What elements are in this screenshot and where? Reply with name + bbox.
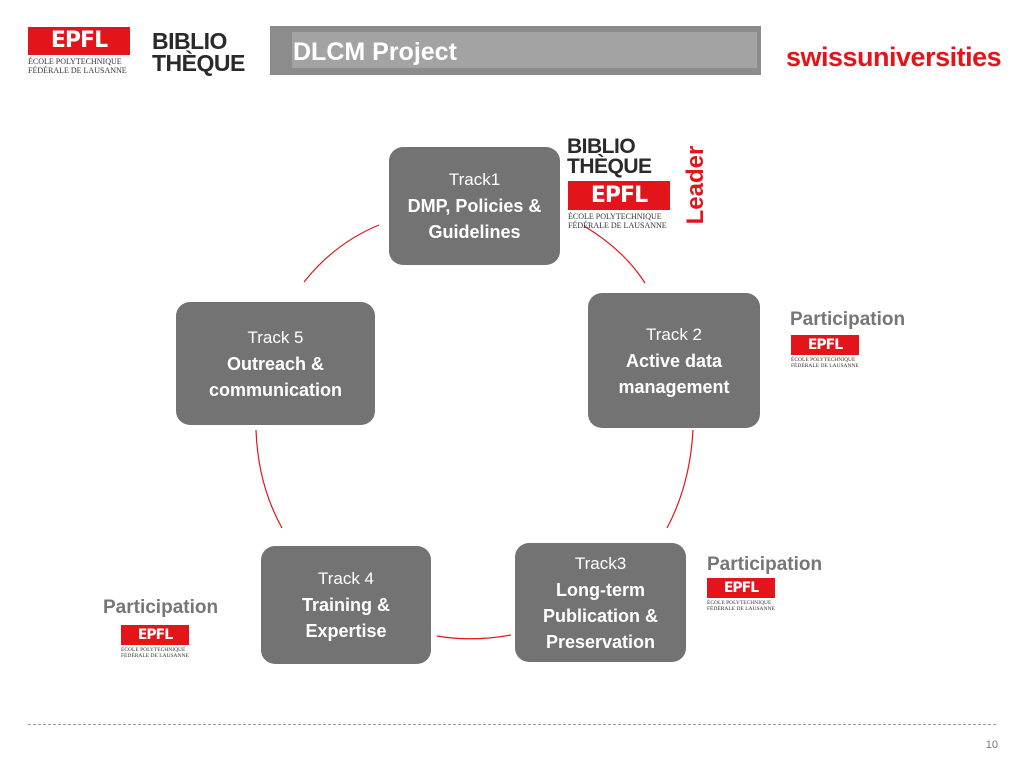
bibliotheque-logo-header: BIBLIO THÈQUE — [152, 28, 245, 76]
epfl-mark: EPFL — [50, 28, 108, 53]
participation-label-track2: Participation — [790, 309, 906, 330]
leader-label: Leader — [678, 145, 714, 225]
track-3-desc-line-2: Publication & — [542, 605, 658, 626]
track2-epfl-subtitle: ÉCOLE POLYTECHNIQUE FÉDÉRALE DE LAUSANNE — [791, 357, 859, 369]
leader-text: Leader — [682, 145, 709, 225]
leader-epfl-subtitle: ÉCOLE POLYTECHNIQUE FÉDÉRALE DE LAUSANNE — [568, 212, 667, 231]
track3-epfl-line-1: ÉCOLE POLYTECHNIQUE — [707, 600, 772, 606]
epfl-logo-track3: EPFL ÉCOLE POLYTECHNIQUE FÉDÉRALE DE LAU… — [707, 578, 777, 614]
swissuniversities-logo: swissuniversities — [786, 42, 1002, 72]
leader-epfl-line-2: FÉDÉRALE DE LAUSANNE — [568, 220, 667, 230]
track-5-number: Track 5 — [247, 327, 304, 347]
track-1-number: Track1 — [448, 170, 501, 189]
leader-biblio-line-2: THÈQUE — [567, 154, 652, 178]
track-4-desc-line-2: Expertise — [305, 621, 387, 641]
epfl-logo-header: EPFL ÉCOLE POLYTECHNIQUE FÉDÉRALE DE LAU… — [28, 27, 132, 77]
track2-epfl-mark: EPFL — [807, 337, 843, 353]
biblio-line-2: THÈQUE — [152, 49, 245, 76]
track2-epfl-red-block: EPFL — [791, 335, 859, 355]
bibliotheque-logo-leader: BIBLIO THÈQUE — [567, 135, 652, 178]
leader-epfl-mark: EPFL — [590, 182, 648, 208]
title-bar — [270, 26, 761, 75]
track4-epfl-red-block: EPFL — [121, 625, 189, 645]
track-4-desc-line-1: Training & — [301, 595, 390, 615]
track-2-box: Track 2 Active data management — [588, 293, 760, 428]
connector-track3-track4 — [436, 634, 512, 640]
page-title: DLCM Project — [293, 38, 457, 66]
leader-epfl-line-1: ÉCOLE POLYTECHNIQUE — [568, 212, 662, 221]
track2-epfl-line-1: ÉCOLE POLYTECHNIQUE — [791, 357, 856, 363]
track-3-desc-line-3: Preservation — [545, 631, 656, 652]
track3-epfl-red-block: EPFL — [707, 578, 775, 598]
track-5-box: Track 5 Outreach & communication — [176, 302, 375, 425]
page-number: 10 — [985, 739, 998, 751]
track-4-box: Track 4 Training & Expertise — [261, 546, 431, 664]
epfl-logo-track4: EPFL ÉCOLE POLYTECHNIQUE FÉDÉRALE DE LAU… — [121, 625, 191, 661]
track3-epfl-mark: EPFL — [723, 580, 759, 596]
track-1-desc-line-2: Guidelines — [428, 222, 521, 242]
title-bar-inner — [292, 32, 757, 68]
track4-epfl-subtitle: ÉCOLE POLYTECHNIQUE FÉDÉRALE DE LAUSANNE — [121, 647, 189, 659]
epfl-line-2: FÉDÉRALE DE LAUSANNE — [28, 65, 127, 75]
track-3-desc-line-1: Long-term — [556, 579, 645, 600]
biblio-line-1: BIBLIO — [152, 28, 227, 54]
footer-divider — [28, 724, 996, 725]
participation-label-track4: Participation — [103, 597, 219, 618]
epfl-logo-leader: EPFL ÉCOLE POLYTECHNIQUE FÉDÉRALE DE LAU… — [568, 181, 672, 233]
connector-track4-track5 — [255, 429, 283, 529]
track-2-desc-line-2: management — [618, 376, 730, 397]
track-4-number: Track 4 — [317, 569, 375, 588]
track-1-desc-line-1: DMP, Policies & — [407, 196, 542, 216]
track2-epfl-line-2: FÉDÉRALE DE LAUSANNE — [791, 363, 859, 370]
track-2-number: Track 2 — [645, 324, 703, 344]
epfl-logo-track2: EPFL ÉCOLE POLYTECHNIQUE FÉDÉRALE DE LAU… — [791, 335, 861, 371]
track-2-desc-line-1: Active data — [625, 350, 723, 371]
connector-track2-track3 — [666, 429, 694, 529]
epfl-line-1: ÉCOLE POLYTECHNIQUE — [28, 57, 122, 66]
leader-epfl-red-block: EPFL — [568, 181, 670, 210]
track-5-desc-line-2: communication — [208, 379, 342, 400]
track4-epfl-line-1: ÉCOLE POLYTECHNIQUE — [121, 647, 186, 653]
connector-track1-track2 — [583, 225, 646, 284]
track-3-box: Track3 Long-term Publication & Preservat… — [515, 543, 686, 662]
participation-label-track3: Participation — [707, 554, 823, 575]
track4-epfl-mark: EPFL — [137, 627, 173, 643]
track-5-desc-line-1: Outreach & — [226, 353, 325, 374]
leader-biblio-line-1: BIBLIO — [567, 135, 636, 158]
track3-epfl-subtitle: ÉCOLE POLYTECHNIQUE FÉDÉRALE DE LAUSANNE — [707, 600, 775, 612]
track3-epfl-line-2: FÉDÉRALE DE LAUSANNE — [707, 606, 775, 613]
epfl-subtitle: ÉCOLE POLYTECHNIQUE FÉDÉRALE DE LAUSANNE — [28, 57, 127, 76]
track-1-box: Track1 DMP, Policies & Guidelines — [389, 147, 560, 265]
track-3-number: Track3 — [574, 553, 627, 573]
epfl-red-block: EPFL — [28, 27, 130, 55]
track4-epfl-line-2: FÉDÉRALE DE LAUSANNE — [121, 653, 189, 660]
connector-track5-track1 — [303, 224, 380, 283]
